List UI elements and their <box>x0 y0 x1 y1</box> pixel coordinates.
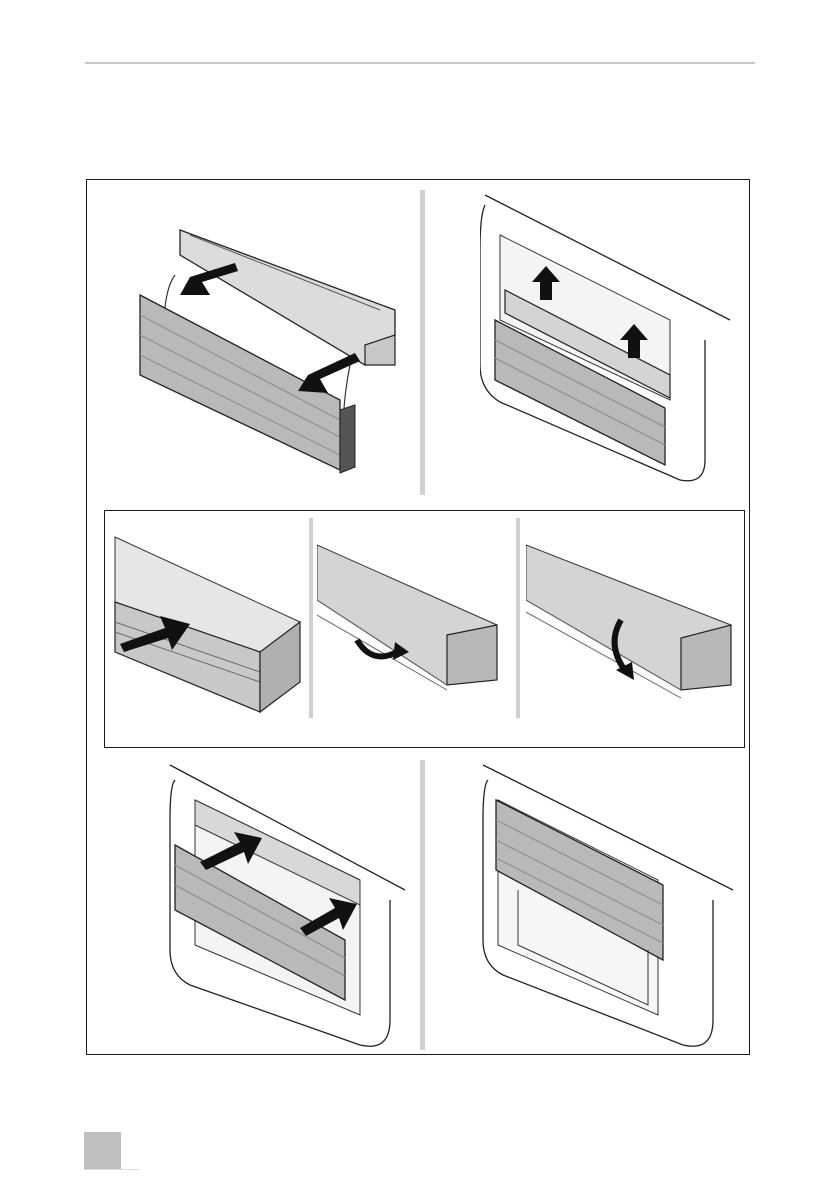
panel-remove-shutter <box>130 215 410 490</box>
divider-detail-1 <box>309 518 313 718</box>
arrow-diag-left-icon <box>298 353 360 393</box>
panel-lift-cassette <box>480 190 735 495</box>
footer-rule <box>84 1169 140 1170</box>
divider-bottom <box>420 760 425 1050</box>
divider-top <box>420 190 425 495</box>
panel-installed-shutter <box>478 760 738 1050</box>
panel-insert-shutter <box>160 760 410 1050</box>
page-number-tab <box>84 1132 121 1169</box>
panel-insert-pin <box>110 532 305 727</box>
divider-detail-2 <box>516 518 520 718</box>
header-rule <box>85 62 755 64</box>
panel-fold-clip <box>526 540 736 720</box>
panel-rotate-clip <box>317 540 507 720</box>
